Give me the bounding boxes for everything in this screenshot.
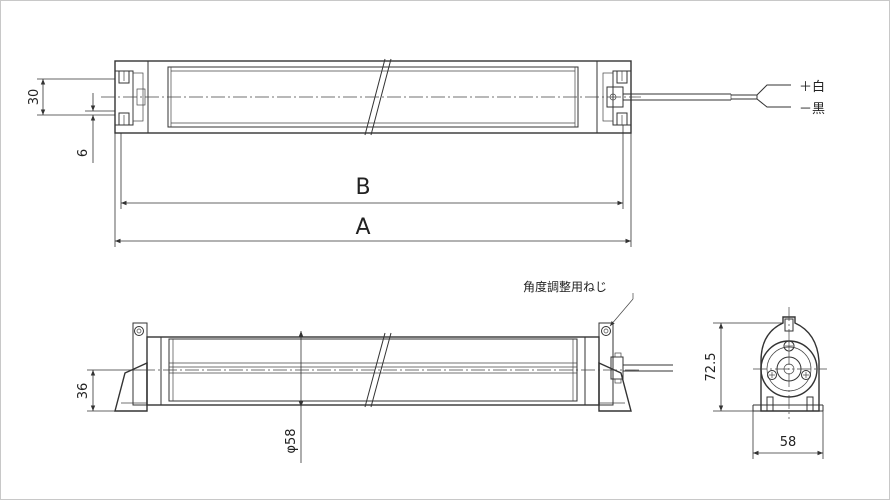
- dim-30-label: 30: [27, 89, 42, 106]
- angle-adjust-screw: [601, 326, 611, 336]
- dim-b-label: B: [355, 175, 370, 200]
- front-left-screw: [134, 326, 144, 336]
- side-left-screw: [767, 370, 777, 380]
- side-view: 72.5 58: [704, 307, 827, 459]
- wire-minus-label: －黒: [799, 102, 825, 117]
- side-right-screw: [801, 370, 811, 380]
- front-body: [146, 336, 600, 406]
- dim-a-label: A: [355, 215, 370, 240]
- dim-6-label: 6: [76, 149, 91, 157]
- dim-58-label: 58: [780, 435, 797, 450]
- dim-phi58-label: φ58: [284, 428, 299, 453]
- angle-adjust-screw-callout: 角度調整用ねじ: [523, 279, 607, 294]
- side-bracket-outline: [760, 316, 820, 412]
- dim-36-label: 36: [76, 383, 91, 400]
- front-view: 角度調整用ねじ 36 φ58: [76, 279, 673, 463]
- top-view: ＋白 －黒 30 6 B A: [27, 58, 825, 247]
- dim-72-5-label: 72.5: [704, 353, 719, 382]
- wire-plus-label: ＋白: [799, 79, 825, 95]
